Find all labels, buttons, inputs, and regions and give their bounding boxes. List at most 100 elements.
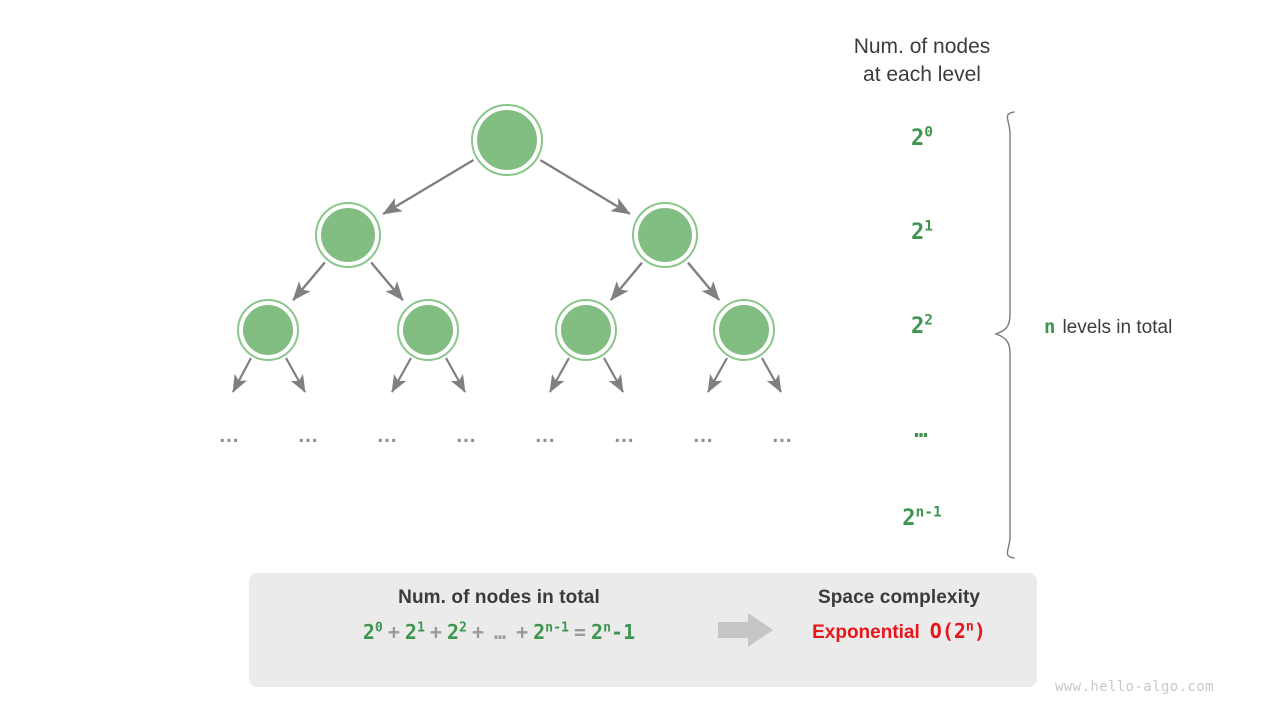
site-watermark: www.hello-algo.com: [1055, 679, 1214, 695]
implies-arrow-icon: [718, 613, 773, 647]
formula-term: 21: [405, 620, 425, 644]
formula-term: 20: [363, 620, 383, 644]
formula-term-suffix: -1: [611, 620, 636, 644]
formula-term: 22: [447, 620, 467, 644]
tree-node-ring: [555, 299, 617, 361]
level-node-count-4: 2n-1: [852, 504, 992, 531]
level-label-base: 2: [911, 314, 925, 339]
level-label-base: 2: [911, 220, 925, 245]
formula-term-base: 2: [362, 620, 375, 644]
tree-node-ring: [397, 299, 459, 361]
levels-variable: n: [1044, 316, 1056, 338]
tree-edge: [610, 261, 643, 301]
level-node-count-3: …: [852, 418, 992, 443]
tree-node: [471, 104, 543, 176]
tree-ellipsis: …: [534, 424, 558, 447]
big-o-suffix: ): [973, 619, 986, 643]
nodes-per-level-header: Num. of nodes at each level: [853, 35, 991, 86]
levels-total-text: levels in total: [1062, 317, 1173, 338]
level-node-count-2: 22: [852, 312, 992, 339]
total-levels-brace: [994, 111, 1015, 559]
formula-term-base: 2: [533, 620, 546, 644]
tree-ellipsis: …: [771, 424, 795, 447]
level-node-count-0: 20: [852, 124, 992, 151]
space-complexity-section: Space complexity Exponential O(2n): [774, 587, 1024, 644]
tree-node: [632, 202, 698, 268]
formula-operator: +: [471, 620, 485, 644]
tree-node-core: [477, 110, 537, 170]
tree-ellipsis: …: [218, 424, 242, 447]
level-label-base: 2: [911, 126, 925, 151]
tree-node-ring: [237, 299, 299, 361]
tree-node-ring: [471, 104, 543, 176]
formula-operator: =: [573, 620, 587, 644]
formula-term-exponent: 2: [459, 620, 467, 636]
tree-ellipsis: …: [455, 424, 479, 447]
level-node-count-1: 21: [852, 218, 992, 245]
tree-stub-arrow: [761, 357, 782, 393]
formula-term-exponent: n: [603, 620, 612, 636]
formula-term-exponent: 1: [416, 620, 425, 636]
tree-node: [315, 202, 381, 268]
total-levels-label: n levels in total: [1044, 316, 1172, 339]
big-o-notation: O(2n): [930, 619, 986, 643]
big-o-prefix: O(2: [929, 619, 966, 643]
formula-term-base: 2: [404, 620, 417, 644]
tree-stub-arrow: [707, 357, 728, 393]
tree-edge: [292, 261, 326, 301]
tree-stub-arrow: [391, 357, 412, 393]
tree-node-core: [321, 208, 375, 262]
total-nodes-section: Num. of nodes in total 20+21+22+…+2n-1=2…: [269, 587, 729, 644]
space-complexity-value: Exponential O(2n): [774, 619, 1024, 644]
formula-term-exponent: 0: [374, 620, 383, 636]
tree-node: [713, 299, 775, 361]
tree-edge: [687, 261, 720, 301]
formula-operator: …: [494, 620, 507, 644]
tree-stub-arrow: [285, 357, 306, 393]
tree-node-ring: [632, 202, 698, 268]
tree-edges: [292, 158, 720, 301]
tree-node-core: [561, 305, 611, 355]
tree-node: [237, 299, 299, 361]
total-nodes-title: Num. of nodes in total: [398, 587, 600, 608]
formula-term: 2n-1: [591, 620, 635, 644]
level-label-exponent: 0: [924, 124, 933, 141]
tree-node-core: [638, 208, 692, 262]
tree-nodes: [237, 104, 775, 361]
complexity-class-label: Exponential: [812, 622, 920, 643]
tree-edge: [370, 261, 404, 301]
formula-operator: +: [429, 620, 442, 644]
tree-stub-arrows: [232, 357, 782, 393]
tree-node: [397, 299, 459, 361]
total-nodes-formula: 20+21+22+…+2n-1=2n-1: [269, 620, 729, 644]
tree-stub-arrow: [445, 357, 466, 393]
space-complexity-title: Space complexity: [817, 587, 981, 608]
formula-term-exponent: n-1: [545, 620, 569, 636]
tree-node-ring: [713, 299, 775, 361]
summary-panel: Num. of nodes in total 20+21+22+…+2n-1=2…: [249, 573, 1037, 687]
tree-stub-arrow: [549, 357, 570, 393]
big-o-exponent: n: [965, 619, 974, 635]
level-label-exponent: n-1: [915, 504, 942, 521]
tree-node-core: [403, 305, 453, 355]
tree-ellipsis: …: [376, 424, 400, 447]
formula-term: 2n-1: [533, 620, 569, 644]
tree-edge: [382, 158, 475, 216]
level-label-base: 2: [902, 506, 916, 531]
tree-node-ring: [315, 202, 381, 268]
tree-edge: [539, 159, 631, 215]
level-label-exponent: 2: [924, 312, 933, 329]
formula-operator: +: [516, 620, 529, 644]
tree-stub-arrow: [603, 357, 624, 393]
formula-term-base: 2: [591, 620, 604, 644]
tree-ellipsis: …: [297, 424, 321, 447]
level-label-base: …: [914, 418, 930, 443]
tree-node-core: [243, 305, 293, 355]
tree-stub-arrow: [232, 357, 252, 393]
tree-node: [555, 299, 617, 361]
tree-ellipsis: …: [613, 424, 637, 447]
level-label-exponent: 1: [924, 218, 933, 235]
tree-ellipsis: …: [692, 424, 716, 447]
formula-term-base: 2: [446, 620, 460, 644]
